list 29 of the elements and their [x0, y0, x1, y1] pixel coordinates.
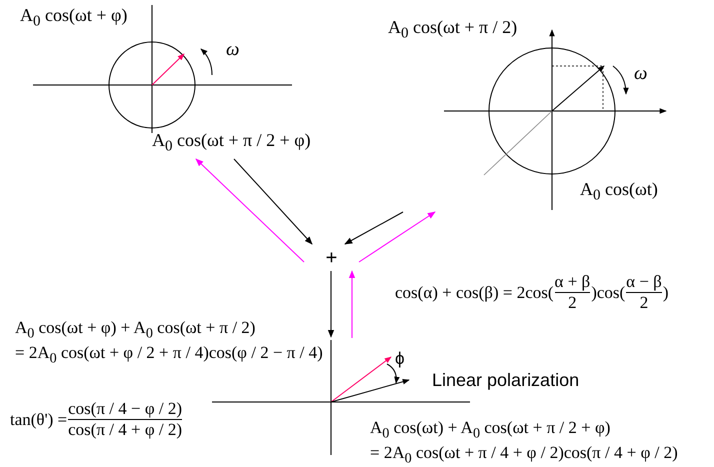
axis-label: A$_{0}$ cos(ωt + φ): [20, 6, 128, 30]
arrow: [195, 158, 304, 262]
numerator: α − β: [626, 272, 662, 292]
equation: = 2A$_{0}$ cos(ωt + π / 4 + φ / 2)cos(π / 4 + φ / 2): [370, 443, 678, 467]
sum-symbol: +: [305, 245, 358, 270]
angular-frequency-symbol: ω: [226, 40, 240, 61]
axis-label: A$_{0}$ cos(ωt + π / 2): [388, 18, 518, 42]
denominator: 2: [640, 293, 648, 313]
denominator: cos(π / 4 + φ / 2): [68, 420, 182, 440]
numerator: cos(π / 4 − φ / 2): [68, 399, 182, 419]
arrow: [358, 212, 436, 262]
numerator: α + β: [554, 272, 590, 292]
denominator: 2: [568, 293, 577, 313]
arrow: [344, 212, 404, 244]
axis-label: A$_{0}$ cos(ωt): [580, 180, 658, 204]
arrow: [348, 270, 356, 338]
arrow: [328, 270, 334, 338]
equation: tan(θ') =: [10, 410, 68, 430]
angular-frequency-symbol: ω: [634, 64, 648, 85]
angle-symbol: ϕ: [395, 350, 405, 369]
equation: )cos(: [591, 282, 626, 302]
equation: ): [662, 282, 668, 302]
equation: A$_{0}$ cos(ωt) + A$_{0}$ cos(ωt + π / 2 + φ): [370, 418, 610, 442]
equation: = 2A$_{0}$ cos(ωt + φ / 2 + π / 4)cos(φ / 2 − π / 4): [15, 343, 323, 368]
arrow: [234, 158, 313, 245]
axis-label: A$_{0}$ cos(ωt + π / 2 + φ): [152, 131, 311, 156]
equation: cos(α) + cos(β) = 2cos(: [395, 282, 554, 302]
annotation-text: Linear polarization: [432, 370, 580, 391]
equation: A$_{0}$ cos(ωt + φ) + A$_{0}$ cos(ωt + π / 2): [15, 318, 256, 342]
